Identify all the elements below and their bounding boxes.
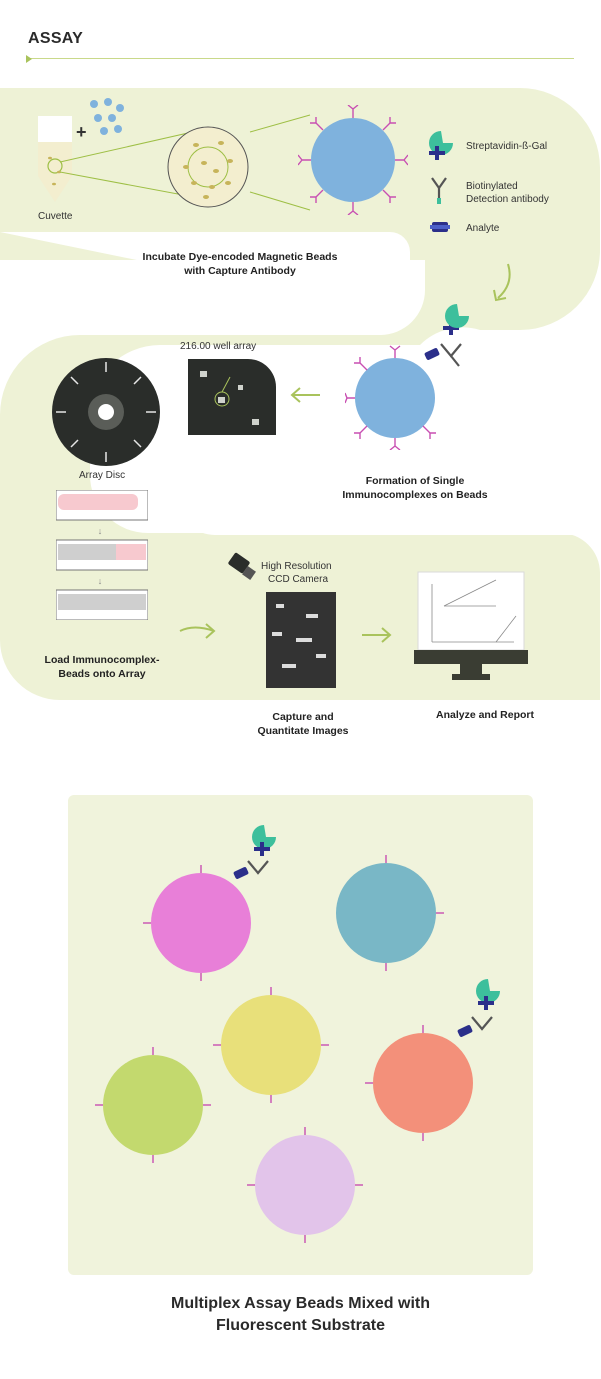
array-disc xyxy=(52,358,160,466)
camera-icon xyxy=(228,552,256,580)
svg-text:↓: ↓ xyxy=(98,576,103,586)
legend-antibody-label-line2: Detection antibody xyxy=(466,194,549,205)
ccd-image xyxy=(266,592,336,688)
beads-icon xyxy=(90,98,124,135)
title-rule xyxy=(28,58,574,59)
step2-caption-line2: Immunocomplexes on Beads xyxy=(342,489,488,501)
bead-loading-diagram: ↓ ↓ xyxy=(56,490,148,620)
step2-caption-line1: Formation of Single xyxy=(365,475,465,487)
legend-antibody-label-line1: Biotinylated xyxy=(466,181,518,192)
antibody-icon xyxy=(431,177,447,204)
right-arrow-icon xyxy=(179,623,216,639)
step3-caption-line1: Load Immunocomplex- xyxy=(44,654,160,666)
right-arrow-icon-2 xyxy=(362,627,392,643)
left-arrow-icon xyxy=(290,387,320,403)
plus-icon: + xyxy=(76,122,87,142)
step4-caption-line2: Quantitate Images xyxy=(257,725,349,737)
cuvette xyxy=(38,116,72,202)
step1-caption-line2: with Capture Antibody xyxy=(184,265,296,277)
well-array-label: 216.00 well array xyxy=(180,341,257,352)
svg-text:↓: ↓ xyxy=(98,526,103,536)
bottom-title-line1: Multiplex Assay Beads Mixed with xyxy=(170,1295,431,1312)
well-array-image xyxy=(188,359,276,435)
multiplex-beads xyxy=(95,825,500,1243)
step1-caption-line1: Incubate Dye-encoded Magnetic Beads xyxy=(142,251,338,263)
magnified-cuvette xyxy=(167,126,249,208)
step3-caption-line2: Beads onto Array xyxy=(58,668,146,680)
bottom-title-line2: Fluorescent Substrate xyxy=(216,1317,385,1334)
title-rule-marker xyxy=(26,55,32,63)
analyte-icon xyxy=(430,222,450,232)
assay-flow-path xyxy=(0,88,600,700)
step5-caption: Analyze and Report xyxy=(435,709,535,721)
page-title: ASSAY xyxy=(28,30,84,47)
curved-arrow-icon xyxy=(493,263,511,302)
array-disc-label: Array Disc xyxy=(79,470,126,481)
camera-label-line2: CCD Camera xyxy=(268,574,329,585)
camera-label-line1: High Resolution xyxy=(261,561,332,572)
streptavidin-icon xyxy=(429,131,453,160)
legend-streptavidin-label: Streptavidin-ß-Gal xyxy=(466,141,548,152)
capture-bead xyxy=(298,105,408,215)
step4-caption-line1: Capture and xyxy=(272,711,334,723)
monitor-icon xyxy=(414,571,528,680)
legend-analyte-label: Analyte xyxy=(466,223,500,234)
immunocomplex-bead xyxy=(345,304,469,450)
bound-complex xyxy=(233,825,276,879)
cuvette-label: Cuvette xyxy=(38,211,73,222)
